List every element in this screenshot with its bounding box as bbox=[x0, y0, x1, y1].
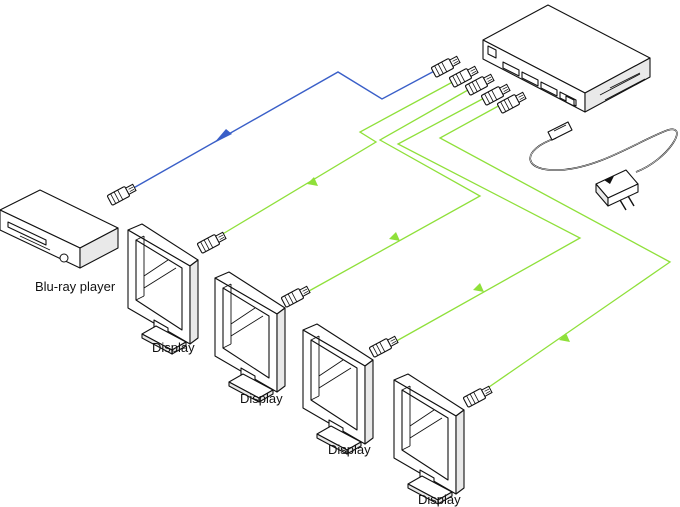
blu-ray-player-icon bbox=[0, 189, 119, 269]
flow-arrow-icon bbox=[214, 129, 232, 143]
display-monitor-icon bbox=[214, 271, 286, 403]
power-adapter-icon bbox=[529, 121, 678, 211]
source-label: Blu-ray player bbox=[35, 279, 116, 294]
display-monitor-icon bbox=[302, 323, 374, 455]
input-cable bbox=[129, 67, 441, 191]
output-cables bbox=[215, 77, 672, 397]
display-label-2: Display bbox=[240, 391, 283, 406]
hdmi-splitter-icon bbox=[482, 4, 651, 113]
display-label-1: Display bbox=[152, 340, 195, 355]
display-label-3: Display bbox=[328, 442, 371, 457]
display-label-4: Display bbox=[418, 492, 461, 507]
display-monitor-icon bbox=[393, 373, 465, 505]
display-monitor-icon bbox=[127, 223, 199, 355]
